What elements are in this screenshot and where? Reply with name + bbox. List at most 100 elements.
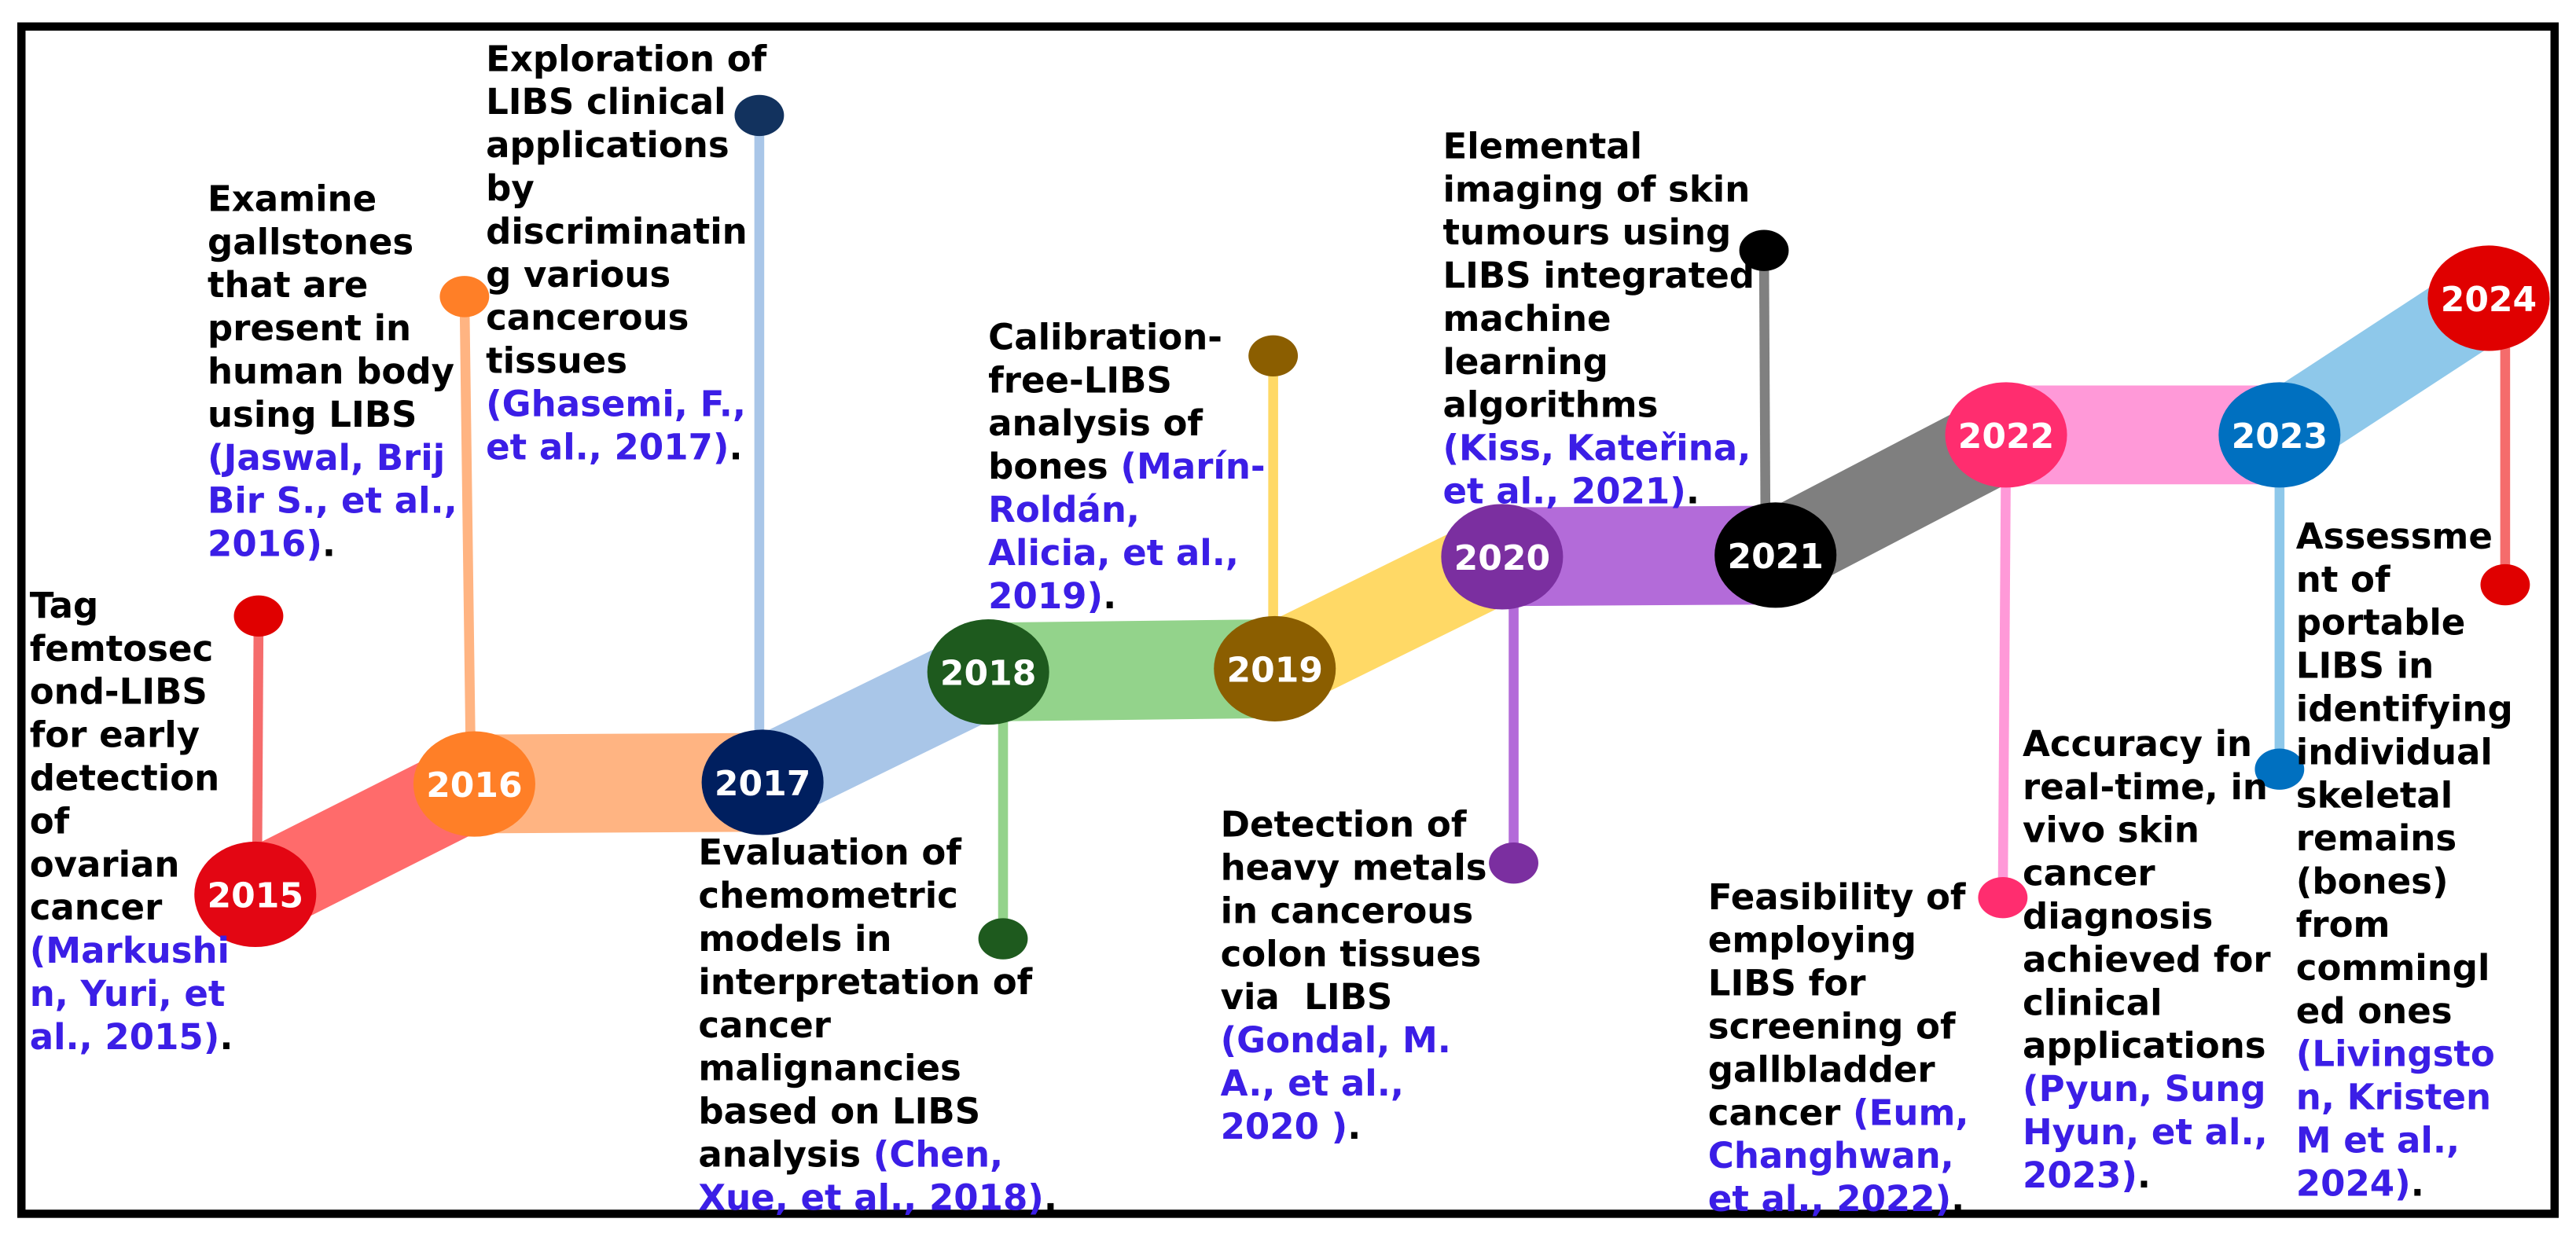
citation-text: 2023) bbox=[2023, 1154, 2137, 1196]
description-line: present in bbox=[208, 307, 411, 349]
description-text: gallstones bbox=[208, 221, 413, 262]
description-text: . bbox=[1044, 1176, 1057, 1218]
description-line: 2016). bbox=[208, 523, 336, 565]
description-text: free-LIBS bbox=[988, 359, 1172, 401]
year-label: 2015 bbox=[208, 876, 303, 916]
description-text: learning bbox=[1442, 341, 1608, 383]
description-text: . bbox=[2137, 1154, 2151, 1196]
year-node bbox=[927, 619, 1049, 725]
description-text: Calibration- bbox=[988, 316, 1222, 358]
description-text: vivo skin bbox=[2023, 809, 2199, 851]
ribbon-segment bbox=[1501, 505, 1776, 607]
description-line: cancer bbox=[2023, 853, 2155, 894]
year-node bbox=[194, 841, 317, 948]
citation-text: Bir S., et al., bbox=[208, 480, 458, 522]
description-line: 2020 ). bbox=[1221, 1106, 1361, 1147]
citation-text: al., 2015) bbox=[30, 1016, 220, 1058]
citation-text: Roldán, bbox=[988, 489, 1140, 530]
description-line: Accuracy in bbox=[2023, 723, 2252, 765]
description-text: heavy metals bbox=[1221, 847, 1487, 889]
description-text: nt of bbox=[2296, 559, 2390, 600]
citation-text: et al., 2022) bbox=[1708, 1178, 1951, 1220]
description-line: (Ghasemi, F., bbox=[486, 383, 746, 424]
description-text: detection bbox=[30, 758, 220, 799]
description-text: . bbox=[219, 1016, 233, 1058]
description-line: gallstones bbox=[208, 221, 413, 262]
description-text: discriminatin bbox=[486, 211, 748, 252]
pin-head bbox=[2254, 748, 2305, 790]
description-line: A., et al., bbox=[1221, 1063, 1404, 1104]
description-line: by bbox=[486, 167, 535, 209]
description-line: g various bbox=[486, 254, 671, 295]
description-line: ed ones bbox=[2296, 990, 2453, 1032]
diagram-border bbox=[17, 22, 2559, 1218]
description-line: (bones) bbox=[2296, 861, 2449, 902]
citation-text: (Marín- bbox=[1120, 446, 1265, 487]
description-line: from bbox=[2296, 904, 2390, 945]
description-text: of bbox=[30, 800, 70, 842]
year-node bbox=[1945, 382, 2067, 488]
pin-head bbox=[1978, 876, 2028, 919]
ribbon-segment bbox=[474, 732, 763, 834]
description-text: Accuracy in bbox=[2023, 723, 2252, 765]
description-text: human body bbox=[208, 351, 454, 392]
description-line: employing bbox=[1708, 919, 1916, 961]
description-text: via LIBS bbox=[1221, 976, 1393, 1018]
description-text: . bbox=[1686, 471, 1700, 512]
year-label: 2021 bbox=[1727, 537, 1823, 577]
description-text: Feasibility of bbox=[1708, 876, 1966, 918]
description-text: individual bbox=[2296, 731, 2493, 773]
description-line: 2023). bbox=[2023, 1154, 2151, 1196]
description-text: . bbox=[1103, 575, 1116, 617]
description-text: LIBS integrated bbox=[1442, 255, 1755, 296]
description-text: for early bbox=[30, 714, 200, 756]
description-line: bones (Marín- bbox=[988, 446, 1265, 487]
description-text: cancer bbox=[2023, 853, 2155, 894]
description-line: models in bbox=[698, 918, 891, 960]
description-line: Tag bbox=[30, 585, 99, 626]
citation-text: 2019) bbox=[988, 575, 1103, 617]
citation-text: A., et al., bbox=[1221, 1063, 1404, 1104]
description-line: LIBS for bbox=[1708, 963, 1866, 1004]
citation-text: Changhwan, bbox=[1708, 1135, 1954, 1176]
description-text: present in bbox=[208, 307, 411, 349]
description-text: Detection of bbox=[1221, 804, 1467, 846]
year-node bbox=[1214, 615, 1336, 721]
description-line: identifying bbox=[2296, 688, 2513, 730]
description-line: LIBS integrated bbox=[1442, 255, 1755, 296]
description-text: . bbox=[2411, 1162, 2424, 1204]
description-text: . bbox=[729, 426, 742, 468]
description-line: ond-LIBS bbox=[30, 671, 208, 713]
description-text: real-time, in bbox=[2023, 766, 2268, 808]
year-label: 2023 bbox=[2232, 417, 2328, 457]
pin-head bbox=[978, 918, 1028, 960]
timeline-event: 2015 bbox=[194, 841, 317, 948]
description-line: femtosec bbox=[30, 628, 214, 670]
description-line: (Livingsto bbox=[2296, 1033, 2495, 1075]
description-line: Evaluation of bbox=[698, 831, 961, 873]
year-node bbox=[2218, 382, 2341, 488]
description-text: Examine bbox=[208, 178, 377, 219]
description-text: clinical bbox=[2023, 982, 2163, 1023]
description-line: chemometric bbox=[698, 875, 957, 916]
year-label: 2019 bbox=[1227, 651, 1323, 691]
citation-text: (Ghasemi, F., bbox=[486, 383, 746, 424]
description-line: Bir S., et al., bbox=[208, 480, 458, 522]
description-line: cancer (Eum, bbox=[1708, 1092, 1969, 1133]
description-text: cancer bbox=[1708, 1092, 1853, 1133]
description-text: applications bbox=[486, 124, 729, 166]
description-text: . bbox=[1347, 1106, 1361, 1147]
description-text: tumours using bbox=[1442, 211, 1731, 253]
description-line: via LIBS bbox=[1221, 976, 1393, 1018]
description-line: Roldán, bbox=[988, 489, 1140, 530]
description-text: machine bbox=[1442, 298, 1611, 340]
description-text: ed ones bbox=[2296, 990, 2453, 1032]
description-text: LIBS for bbox=[1708, 963, 1866, 1004]
description-line: human body bbox=[208, 351, 454, 392]
description-text: using LIBS bbox=[208, 394, 417, 435]
description-text: based on LIBS bbox=[698, 1091, 980, 1132]
